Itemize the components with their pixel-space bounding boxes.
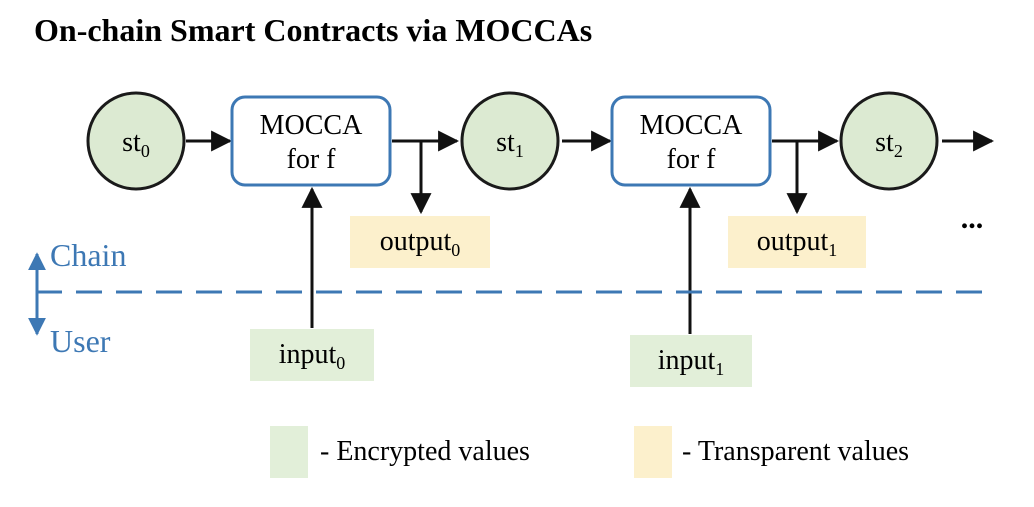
state-st2: st2 <box>839 91 939 191</box>
output-1: output1 <box>728 216 866 268</box>
state-st0: st0 <box>86 91 186 191</box>
state-label: st1 <box>496 127 524 161</box>
output-arrows <box>410 141 808 215</box>
input-swatch <box>250 329 374 381</box>
diagram-title: On-chain Smart Contracts via MOCCAs <box>34 12 592 48</box>
input-0: input0 <box>250 329 374 381</box>
mocca-box-frame <box>230 95 392 187</box>
legend-label-transparent: - Transparent values <box>682 436 909 467</box>
input-1: input1 <box>630 335 752 387</box>
output-0: output0 <box>350 216 490 268</box>
mocca-line2: for f <box>667 144 717 175</box>
mocca-box-frame <box>610 95 772 187</box>
state-circle <box>460 91 560 191</box>
output-swatch <box>728 216 866 268</box>
continuation-ellipsis: ... <box>961 202 984 235</box>
chain-label: Chain <box>50 237 126 273</box>
input-arrows <box>301 186 701 334</box>
mocca-box-2: MOCCA for f <box>610 95 772 187</box>
legend-swatch-encrypted <box>270 426 308 478</box>
legend: - Encrypted values - Transparent values <box>270 426 909 478</box>
output-swatch <box>350 216 490 268</box>
state-st1: st1 <box>460 91 560 191</box>
mocca-line2: for f <box>287 144 337 175</box>
mocca-box-1: MOCCA for f <box>230 95 392 187</box>
input-label: input1 <box>658 345 725 379</box>
chain-user-divider: Chain User <box>28 237 990 359</box>
legend-label-encrypted: - Encrypted values <box>320 436 530 467</box>
state-circle <box>86 91 186 191</box>
input-swatch <box>630 335 752 387</box>
legend-swatch-transparent <box>634 426 672 478</box>
input-label: input0 <box>279 339 346 373</box>
mocca-line1: MOCCA <box>640 110 743 141</box>
output-label: output0 <box>380 226 461 260</box>
state-circle <box>839 91 939 191</box>
output-label: output1 <box>757 226 838 260</box>
user-label: User <box>50 323 111 359</box>
state-label: st0 <box>122 127 150 161</box>
state-label: st2 <box>875 127 903 161</box>
mocca-line1: MOCCA <box>260 110 363 141</box>
